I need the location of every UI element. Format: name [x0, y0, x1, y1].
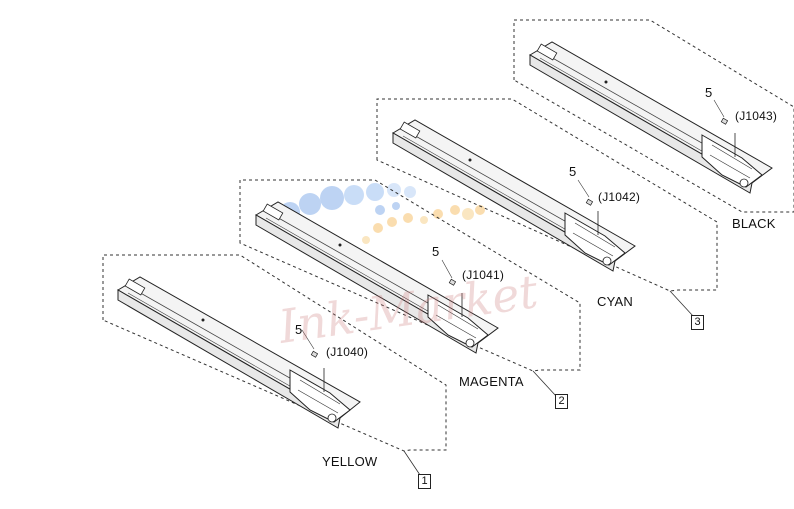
yellow-part-number: 5: [295, 322, 303, 337]
cyan-unit: [376, 98, 718, 317]
yellow-drum-cartridge: [117, 276, 361, 429]
magenta-unit: [239, 179, 581, 397]
cyan-dashed-boundary: [376, 98, 718, 292]
cyan-part-number: 5: [569, 164, 577, 179]
watermark-logo: [280, 183, 485, 244]
magenta-connector-label: (J1041): [462, 268, 505, 282]
cyan-ref-number: 3: [691, 315, 704, 330]
magenta-dashed-boundary: [239, 179, 581, 372]
yellow-connector-label: (J1040): [326, 345, 369, 359]
cyan-connector-part: [585, 198, 594, 206]
cyan-color-label: CYAN: [597, 294, 633, 309]
magenta-ref-number: 2: [555, 394, 568, 409]
black-drum-cartridge: [529, 41, 773, 194]
yellow-unit: [102, 254, 447, 476]
magenta-drum-cartridge: [255, 201, 499, 354]
cyan-drum-cartridge: [392, 119, 636, 272]
cyan-connector-label: (J1042): [598, 190, 641, 204]
yellow-ref-number: 1: [418, 474, 431, 489]
yellow-color-label: YELLOW: [322, 454, 378, 469]
black-part-number: 5: [705, 85, 713, 100]
yellow-connector-part: [310, 350, 319, 358]
black-color-label: BLACK: [732, 216, 776, 231]
black-connector-part: [720, 117, 729, 125]
magenta-connector-part: [448, 278, 457, 286]
magenta-part-number: 5: [432, 244, 440, 259]
magenta-color-label: MAGENTA: [459, 374, 524, 389]
black-unit: [513, 19, 794, 213]
black-connector-label: (J1043): [735, 109, 778, 123]
black-dashed-boundary: [513, 19, 794, 213]
